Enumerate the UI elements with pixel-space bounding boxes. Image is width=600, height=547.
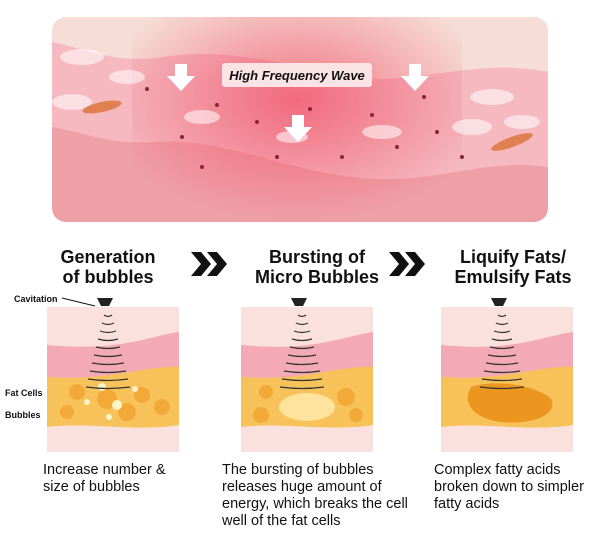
step-2-description: The bursting of bubbles releases huge am… [222,462,408,529]
transducer-icon [291,298,307,306]
wave-label: High Frequency Wave [222,63,372,87]
panel-liquify [441,307,573,452]
panel-bursting [241,307,373,452]
step-1-description: Increase number & size of bubbles [43,462,166,495]
panel-generation [47,307,179,452]
transducer-icon [97,298,113,306]
fat-cells-label: Fat Cells [5,388,43,398]
tissue-illustration: High Frequency Wave [52,17,548,222]
cavitation-label: Cavitation [14,294,58,304]
wave-arrows [167,64,429,142]
step-3-description: Complex fatty acids broken down to simpl… [434,462,584,512]
chevron-right-icon [191,252,227,276]
transducer-icon [491,298,507,306]
step-3-title: Liquify Fats/Emulsify Fats [454,247,572,287]
chevron-right-icon [389,252,425,276]
bubbles-label: Bubbles [5,410,41,420]
